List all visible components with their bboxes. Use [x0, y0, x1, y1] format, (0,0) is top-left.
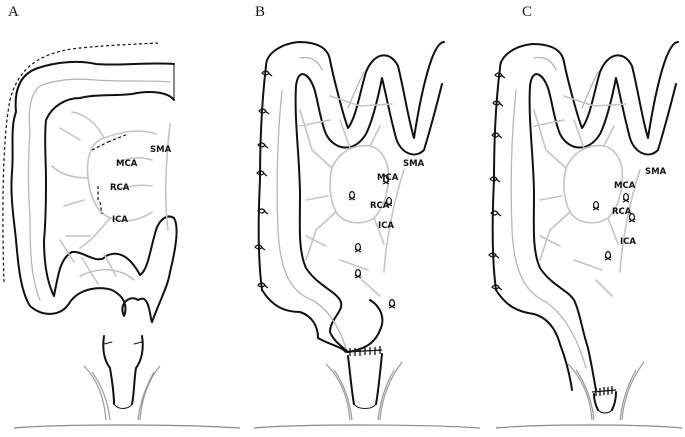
stump-top	[103, 341, 143, 345]
colon-outline	[10, 60, 178, 323]
mca-label: MCA	[116, 159, 138, 169]
dentate-line	[113, 403, 133, 409]
mesenteric-vessels	[533, 95, 641, 297]
rca-label: RCA	[110, 183, 130, 193]
mca-ligation-dash	[91, 133, 129, 151]
vessel-ligatures	[592, 193, 636, 261]
resection-line	[2, 42, 159, 283]
pelvic-floor	[325, 361, 403, 421]
rectum	[593, 391, 617, 411]
panel-c: C SMA MCA RCA ICA	[488, 4, 683, 429]
colon-outline	[491, 41, 679, 391]
rca-label: RCA	[612, 207, 632, 217]
pelvic-floor	[83, 365, 161, 421]
panel-a-letter: A	[8, 4, 19, 20]
perineum-line	[495, 424, 683, 429]
sma-label: SMA	[645, 167, 667, 177]
rectum	[347, 353, 383, 405]
panel-b-letter: B	[255, 4, 265, 20]
colon-outline	[257, 41, 445, 353]
anastomosis-line	[591, 386, 617, 396]
panel-a: A SMA MCA RCA ICA	[2, 4, 241, 429]
dentate-line	[353, 403, 377, 409]
colon-lumen	[27, 78, 171, 301]
mca-label: MCA	[614, 181, 636, 191]
rca-label: RCA	[370, 201, 390, 211]
anastomosis-line	[345, 346, 383, 356]
ica-label: ICA	[620, 237, 636, 247]
perineum-line	[13, 424, 241, 429]
dentate-line	[597, 409, 613, 414]
perineum-line	[253, 424, 481, 429]
sma-label: SMA	[150, 145, 172, 155]
descending-limb	[347, 299, 384, 353]
ica-label: ICA	[112, 215, 128, 225]
pelvic-floor	[567, 361, 645, 421]
mesenteric-vessels	[51, 111, 171, 285]
panel-b: B	[253, 4, 481, 429]
rca-ligation-dash	[97, 186, 103, 215]
mesenteric-vessels	[299, 95, 405, 297]
ica-label: ICA	[378, 221, 394, 231]
side-sutures	[488, 72, 506, 291]
mca-label: MCA	[377, 173, 399, 183]
panel-c-letter: C	[522, 4, 532, 20]
colon-lumen	[276, 56, 365, 349]
rectal-stump	[102, 335, 144, 405]
sma-label: SMA	[403, 159, 425, 169]
colon-lumen	[510, 56, 599, 369]
